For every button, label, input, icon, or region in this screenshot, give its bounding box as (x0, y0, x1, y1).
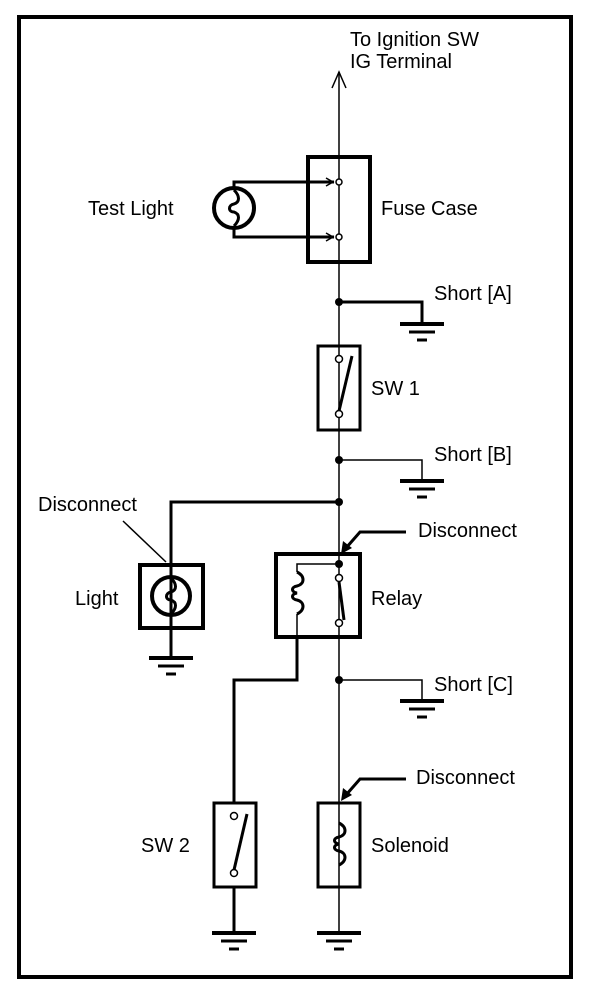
solenoid-coil-icon (333, 821, 347, 867)
sw1-contact-icon (337, 355, 354, 412)
disconnect-relay-pointer (344, 530, 406, 549)
test-light-bulb-icon (212, 186, 256, 230)
disconnect-relay-arrow-icon (341, 541, 352, 554)
light-label: Light (75, 588, 119, 610)
sw2-label: SW 2 (141, 835, 190, 857)
ground-sw2-icon (212, 931, 256, 951)
fuse-case (306, 155, 372, 264)
disconnect-light-label: Disconnect (38, 494, 137, 516)
probe-arrow-top-icon (325, 177, 335, 187)
short-b-label: Short [B] (434, 444, 512, 466)
ground-a-icon (400, 322, 444, 342)
short-a-label: Short [A] (434, 283, 512, 305)
light (138, 563, 205, 630)
short-b-wire (339, 459, 423, 481)
light-filament-icon (165, 576, 177, 616)
disconnect-relay-label: Disconnect (418, 520, 517, 542)
fuse-terminal-bottom (335, 233, 343, 241)
ground-c-icon (400, 699, 444, 719)
ground-solenoid-icon (317, 931, 361, 951)
sw2-switch (212, 801, 258, 889)
relay (274, 552, 362, 639)
solenoid-label: Solenoid (371, 835, 449, 857)
relay-contact-icon (337, 581, 346, 621)
test-light-lead-top (232, 180, 334, 190)
test-light (212, 177, 335, 242)
test-light-label: Test Light (88, 198, 174, 220)
sw2-contact-icon (232, 813, 249, 871)
sw1-label: SW 1 (371, 378, 420, 400)
fuse-case-label: Fuse Case (381, 198, 478, 220)
disconnect-light-pointer (122, 520, 167, 563)
test-light-lead-bottom (232, 226, 334, 239)
short-c-wire (339, 679, 423, 701)
diagram-frame (17, 15, 573, 979)
ignition-label-line2: IG Terminal (350, 51, 452, 73)
relay-coil-icon (291, 570, 305, 616)
test-light-filament-icon (228, 188, 240, 228)
relay-label: Relay (371, 588, 422, 610)
solenoid (316, 801, 362, 889)
short-c-label: Short [C] (434, 674, 513, 696)
ignition-label-line1: To Ignition SW (350, 29, 479, 51)
short-a-wire (339, 300, 424, 324)
disconnect-solenoid-pointer (344, 777, 406, 796)
ground-light-icon (149, 656, 193, 676)
relay-coil-to-sw2-wire (232, 637, 299, 802)
ground-b-icon (400, 479, 444, 499)
light-branch-wire (169, 500, 339, 658)
light-bulb-icon (150, 575, 192, 617)
disconnect-solenoid-arrow-icon (341, 788, 352, 801)
disconnect-solenoid-label: Disconnect (416, 767, 515, 789)
fuse-terminal-top (335, 178, 343, 186)
relay-coil-feed (296, 563, 339, 572)
sw1-switch (316, 344, 362, 432)
probe-arrow-bottom-icon (325, 232, 335, 242)
ignition-arrow-icon (331, 70, 347, 89)
